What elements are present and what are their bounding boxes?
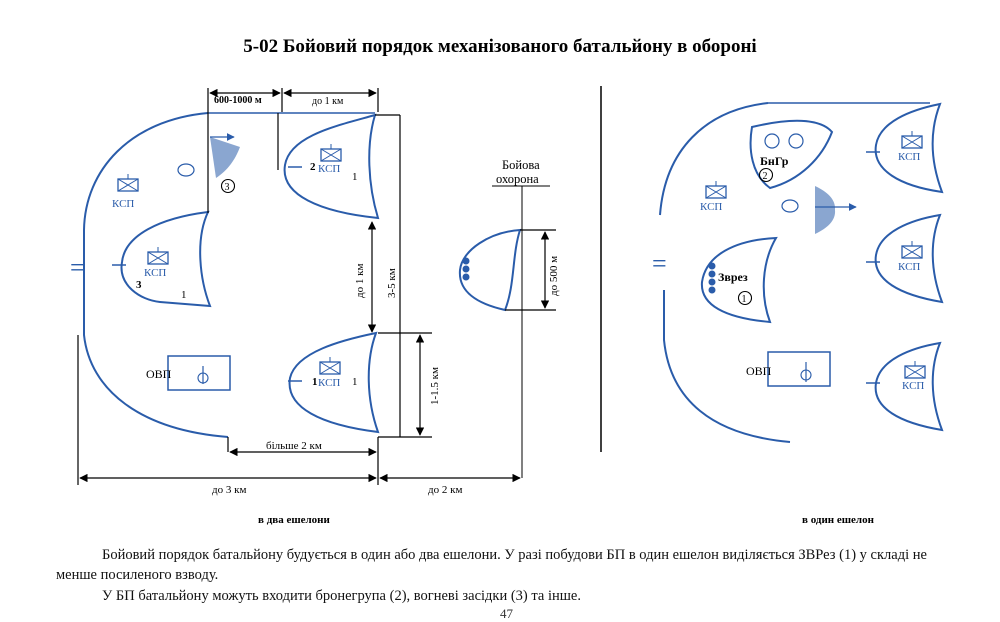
number-label: 3 — [136, 279, 142, 291]
ksp-label: КСП — [700, 201, 722, 213]
tank-icon — [764, 133, 780, 149]
dim-label: 1-1.5 км — [429, 367, 441, 405]
ksp-label: КСП — [318, 163, 340, 175]
dim-label: до 2 км — [428, 484, 462, 496]
command-post-icon — [147, 246, 169, 265]
command-post-icon — [117, 173, 139, 192]
left-caption: в два ешелони — [258, 514, 331, 526]
dim-label: до 1 км — [354, 264, 366, 298]
dim-label: 3-5 км — [386, 268, 398, 298]
combat-guard — [458, 228, 522, 312]
ovp-box — [167, 355, 231, 391]
circle-number: 3 — [225, 182, 230, 193]
number-label: 1 — [181, 289, 187, 301]
zvrez-label: Зврез — [718, 270, 748, 284]
number-label: 1 — [312, 376, 318, 388]
ovp-box — [767, 351, 831, 387]
circle-number: 2 — [763, 171, 768, 182]
ksp-label: КСП — [898, 261, 920, 273]
company-right-top — [874, 102, 944, 194]
paragraph-2: У БП батальйону можуть входити бронегруп… — [102, 588, 581, 604]
ksp-label: КСП — [898, 151, 920, 163]
command-post-icon — [901, 130, 923, 149]
tank-icon — [788, 133, 804, 149]
eq-sign-left: = — [70, 253, 85, 282]
armoured-group — [749, 119, 834, 190]
guard-label: охорона — [496, 172, 539, 186]
command-post-icon — [320, 143, 342, 162]
battalion-boundary — [83, 112, 229, 438]
ksp-label: КСП — [318, 377, 340, 389]
ovp-label: ОВП — [746, 364, 772, 378]
eq-sign-right: = — [652, 249, 667, 278]
page-number: 47 — [500, 606, 513, 621]
ksp-label: КСП — [144, 267, 166, 279]
right-diagram: = КСП БнГр 2 Зврез 1 КСП КСП КС — [652, 102, 944, 526]
dim-label: більше 2 км — [266, 440, 322, 452]
ksp-label: КСП — [902, 380, 924, 392]
command-post-icon — [705, 180, 727, 199]
guard-label: Бойова — [502, 158, 540, 172]
bngr-label: БнГр — [760, 154, 789, 168]
dimension-lines — [77, 88, 556, 485]
tank-icon — [781, 199, 799, 213]
circle-number: 1 — [742, 294, 747, 305]
ksp-label: КСП — [112, 198, 134, 210]
company-1st-echelon-top — [283, 113, 380, 220]
tank-icon — [177, 163, 195, 177]
company-1st-echelon-bottom — [288, 331, 380, 434]
right-caption: в один ешелон — [802, 514, 875, 526]
company-2nd-echelon — [120, 210, 212, 308]
page-title: 5-02 Бойовий порядок механізованого бата… — [243, 36, 757, 57]
number-label: 2 — [310, 161, 316, 173]
company-right-middle — [874, 213, 944, 304]
command-post-icon — [901, 240, 923, 259]
left-diagram: = КСП КСП 3 1 3 2 КСП 1 1 КСП 1 ОВП — [70, 88, 560, 526]
dim-label: до 500 м — [548, 256, 560, 296]
ovp-label: ОВП — [146, 367, 172, 381]
paragraph-1: Бойовий порядок батальйону будується в о… — [56, 547, 927, 583]
command-post-icon — [319, 356, 341, 375]
battalion-boundary — [659, 102, 769, 216]
number-label: 1 — [352, 376, 358, 388]
dim-label: до 1 км — [312, 96, 344, 107]
company-right-bottom — [874, 341, 944, 432]
dim-label: 600-1000 м — [214, 95, 262, 106]
number-label: 1 — [352, 171, 358, 183]
dim-label: до 3 км — [212, 484, 246, 496]
command-post-icon — [904, 360, 926, 379]
reserve-unit — [700, 236, 778, 324]
